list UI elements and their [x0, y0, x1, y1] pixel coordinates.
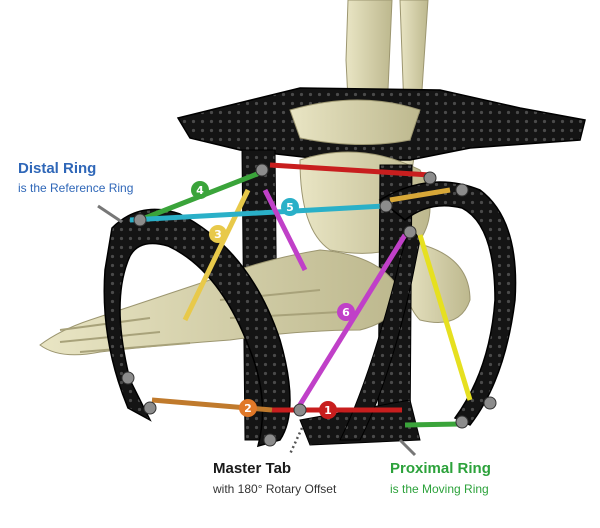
svg-text:3: 3 — [214, 228, 222, 241]
proximal-ring-subtitle: is the Moving Ring — [390, 482, 489, 496]
svg-text:5: 5 — [286, 201, 294, 214]
strut-6 — [295, 233, 408, 410]
strut-badge-1: 1 — [319, 401, 337, 419]
bolts — [121, 163, 497, 447]
strut-badge-3: 3 — [209, 225, 227, 243]
svg-text:6: 6 — [342, 306, 350, 319]
proximal-top-plate — [176, 87, 586, 161]
distal-ring-title: Distal Ring — [18, 160, 97, 177]
strut-badges: 1 2 3 4 5 6 — [191, 181, 355, 419]
proximal-ring-title: Proximal Ring — [390, 460, 491, 477]
strut-badge-5: 5 — [281, 198, 299, 216]
distal-ring-subtitle: is the Reference Ring — [18, 181, 134, 195]
master-tab-subtitle: with 180° Rotary Offset — [213, 482, 337, 496]
master-tab-title: Master Tab — [213, 460, 292, 477]
strut-badge-6: 6 — [337, 303, 355, 321]
strut-5 — [129, 203, 386, 223]
svg-text:1: 1 — [324, 404, 332, 417]
pointers — [97, 204, 417, 457]
svg-text:4: 4 — [196, 184, 204, 197]
strut-badge-4: 4 — [191, 181, 209, 199]
svg-text:2: 2 — [244, 402, 252, 415]
strut-badge-2: 2 — [239, 399, 257, 417]
